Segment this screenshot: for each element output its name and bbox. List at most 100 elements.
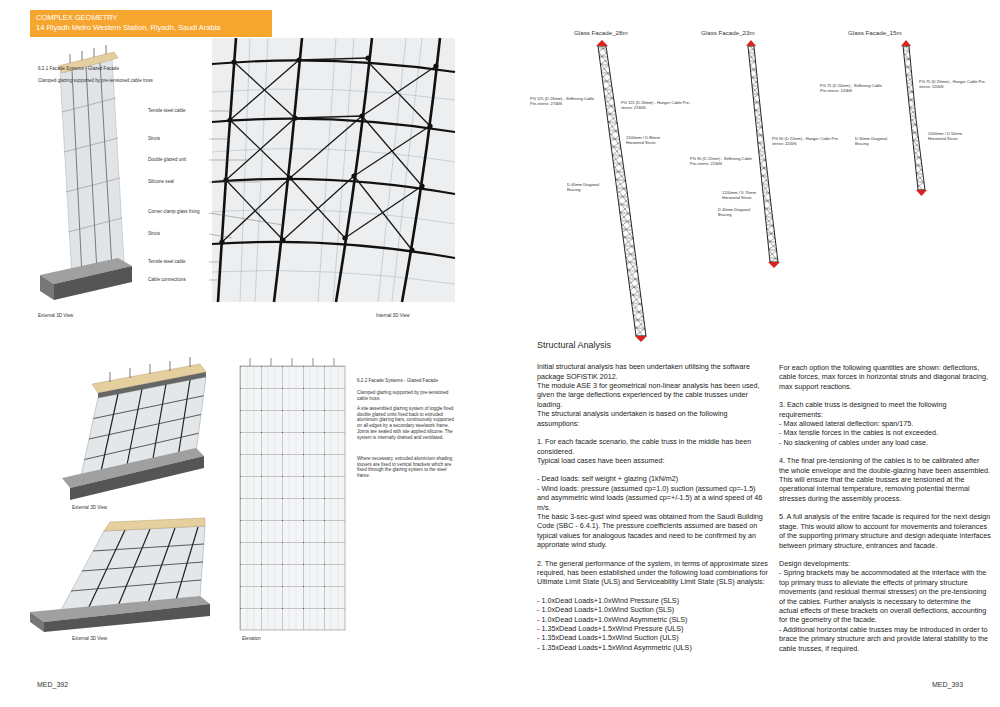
leader-line-part — [209, 139, 230, 140]
leader-line-part — [209, 234, 232, 238]
cable-truss-28m-part — [598, 46, 646, 336]
member-label: PG 90 (D 22mm) - Hanger Cable Pre-stress… — [772, 136, 842, 146]
external-view-bottom-part — [88, 527, 198, 609]
section-subheading: Clamped glazing supported by pre-tension… — [38, 78, 188, 84]
internal-view-part-part — [427, 123, 432, 128]
internal-view-part-part — [287, 175, 292, 180]
figure-title: Glass Facade_15m — [848, 29, 918, 37]
external-view-top-part — [40, 275, 54, 300]
page-number: MED_393 — [932, 681, 982, 690]
figure-title: Glass Facade_23m — [701, 29, 771, 37]
leader-line-part — [209, 213, 283, 225]
cable-truss-23m-part — [746, 40, 756, 46]
elevation-drawing — [240, 358, 345, 630]
external-view-bottom-part — [104, 518, 205, 531]
internal-view-part — [212, 89, 455, 284]
internal-view-part — [212, 38, 455, 302]
body-text: - Max allowed lateral deflection: span/1… — [779, 419, 991, 428]
figure-caption: Elevation — [242, 636, 302, 642]
external-view-middle — [62, 357, 206, 500]
body-text: - Wind loads: pressure (assumed cp=1.0) … — [537, 484, 769, 512]
internal-view-part-part — [292, 115, 297, 120]
header-band: COMPLEX GEOMETRY14 Riyadh Metro Western … — [30, 10, 272, 37]
figure-caption: External 3D View — [72, 505, 152, 511]
body-text: - 1.0xDead Loads+1.0xWind Asymmetric (SL… — [537, 615, 769, 624]
body-text: - 1.0xDead Loads+1.0xWind Suction (SLS) — [537, 605, 769, 614]
callout-label: Double glazed unit — [148, 157, 208, 163]
member-label: PG 125 (D 26mm) - Stiffening Cable Pre-s… — [530, 96, 596, 106]
cable-truss-15m-part — [903, 46, 925, 190]
internal-view-part-part — [280, 237, 285, 242]
cable-truss-23m — [746, 40, 780, 268]
body-text: 1. For each facade scenario, the cable t… — [537, 437, 769, 456]
external-view-bottom-part — [71, 544, 204, 591]
member-label: PG 75 (D 20mm) - Stiffening Cable Pre-st… — [820, 83, 886, 93]
body-text: - 1.35xDead Loads+1.5xWind Suction (ULS) — [537, 633, 769, 642]
internal-view-part-part — [419, 183, 424, 188]
member-label: PG 90 (D 22mm) - Stiffening Cable Pre-st… — [690, 156, 752, 166]
internal-view-part — [212, 60, 455, 258]
external-view-top-part — [60, 58, 124, 278]
internal-view-part-part — [365, 55, 370, 60]
external-view-bottom-part — [30, 612, 44, 632]
header-title: COMPLEX GEOMETRY — [36, 13, 266, 23]
body-text: - 1.35xDead Loads+1.5xWind Pressure (ULS… — [537, 624, 769, 633]
external-view-middle-part — [110, 357, 190, 382]
body-text: - No slackening of cables under any load… — [779, 438, 991, 447]
callout-label: Corner clamp glass fixing — [148, 209, 208, 215]
external-view-top-part — [62, 98, 122, 232]
member-label: 1000mm / D 50mm Horizontal Struts — [928, 131, 980, 141]
elevation-drawing-part — [240, 366, 345, 630]
elevation-drawing-part — [250, 358, 334, 366]
member-label: D 40mm Diagonal Bracing — [567, 182, 601, 192]
body-text: The structural analysis undertaken is ba… — [537, 409, 769, 428]
page-number: MED_392 — [37, 681, 87, 690]
internal-view-part-part — [359, 113, 364, 118]
callout-label: Silicone seal — [148, 179, 208, 185]
internal-view — [212, 38, 455, 302]
callout-label: Tensile steel cable — [148, 108, 208, 114]
internal-view-part — [240, 38, 422, 302]
body-text: - Additional horizontal cable trusses ma… — [779, 625, 991, 653]
callout-label: Struts — [148, 136, 208, 142]
section-subheading: Clamped glazing supported by pre-tension… — [357, 390, 457, 401]
internal-view-part-part — [227, 117, 232, 122]
leader-line-part — [209, 160, 250, 161]
body-text: - Spring brackets may be accommodated at… — [779, 568, 991, 624]
external-view-middle-part — [98, 372, 206, 398]
body-text: - Dead loads: self weight + glazing (1kN… — [537, 474, 769, 483]
body-text: - 1.35xDead Loads+1.5xWind Asymmetric (U… — [537, 643, 769, 652]
member-label: D 30mm Diagonal Bracing — [855, 136, 891, 146]
body-text: 5. A full analysis of the entire facade … — [779, 512, 991, 550]
body-text: Initial structural analysis has been und… — [537, 362, 769, 381]
external-view-middle-part — [70, 456, 204, 500]
leader-line-part — [209, 182, 260, 183]
section-heading: 6.2.1 Facade Systems - Glazed Facade — [38, 66, 188, 72]
internal-view-part-part — [409, 247, 414, 252]
body-text: - 1.0xDead Loads+1.0xWind Pressure (SLS) — [537, 596, 769, 605]
cable-truss-28m-part — [635, 336, 647, 342]
cable-truss-15m-part — [901, 40, 911, 46]
body-text: - Max tensile forces in the cables is no… — [779, 428, 991, 437]
header-subtitle: 14 Riyadh Metro Western Station, Riyadh,… — [36, 23, 266, 33]
body-text: Design developments: — [779, 559, 991, 568]
internal-view-part — [219, 55, 438, 252]
internal-view-part-part — [231, 59, 236, 64]
leader-line-part — [209, 262, 220, 263]
body-text: 3. Each cable truss is designed to meet … — [779, 400, 991, 419]
external-view-top-part — [70, 45, 106, 63]
body-text: The module ASE 3 for geometrical non-lin… — [537, 381, 769, 409]
internal-view-part-part — [433, 63, 438, 68]
member-label: 1500mm / D 80mm Horizontal Struts — [626, 135, 676, 145]
figure-caption: External 3D View — [38, 313, 118, 319]
section-heading: Structural Analysis — [537, 340, 769, 351]
external-view-bottom — [30, 518, 210, 632]
cable-truss-15m — [901, 40, 927, 196]
member-label: D 40mm Diagonal Bracing — [718, 207, 752, 217]
external-view-middle-part — [85, 396, 204, 460]
body-text: 4. The final pre-tensioning of the cable… — [779, 456, 991, 503]
section-heading: 6.2.2 Facade Systems - Glazed Facade — [357, 378, 457, 384]
cable-truss-15m-part — [916, 190, 927, 196]
member-label: 1200mm / D 70mm Horizontal Struts — [722, 190, 758, 200]
